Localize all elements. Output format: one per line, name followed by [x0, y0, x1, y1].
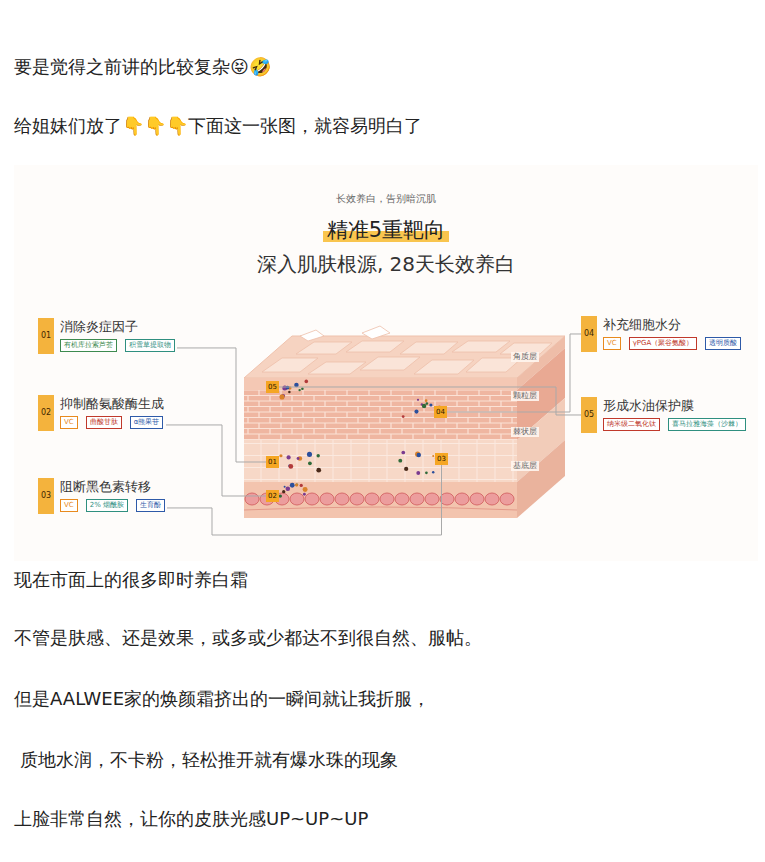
text-line: 不管是肤感、还是效果，或多或少都达不到很自然、服帖。 — [14, 627, 482, 649]
text-line: 给姐妹们放了👇👇👇下面这一张图，就容易明白了 — [14, 115, 422, 137]
callout-number: 05 — [268, 383, 277, 391]
callout-box: 05 形成水油保护膜纳米级二氧化钛 喜马拉雅海藻（沙棘） — [581, 397, 746, 433]
callout-box: 02 抑制酪氨酸酶生成 VC 曲酸甘肽 α熊果苷 — [38, 395, 164, 431]
callout-number: 02 — [268, 492, 277, 500]
basal-side — [517, 440, 565, 518]
callout-number: 05 — [581, 397, 597, 433]
ingredient-tag: 纳米级二氧化钛 — [603, 418, 660, 431]
skin-marker: 01 — [266, 456, 279, 468]
text-line: 长效养白，告别暗沉肌 — [14, 193, 758, 205]
ingredient-tag: 2% 烟酰胺 — [86, 499, 128, 512]
skin-marker: 03 — [435, 453, 448, 465]
ingredient-tag-text: 2% 烟酰胺 — [90, 501, 124, 509]
layer-label: 基底层 — [511, 461, 539, 471]
ingredient-tag-text: VC — [64, 418, 74, 426]
ingredient-tag: 积雪草提取物 — [125, 339, 175, 352]
text-line: 但是AALWEE家的焕颜霜挤出的一瞬间就让我折服， — [14, 688, 430, 710]
spinous-layer — [244, 440, 517, 482]
ingredient-tag: VC — [60, 416, 78, 429]
tag-row: VC 曲酸甘肽 α熊果苷 — [60, 416, 164, 429]
ingredient-tag-text: 生育酚 — [140, 501, 161, 509]
callout-body: 消除炎症因子有机库拉索芦荟 积雪草提取物 — [60, 318, 175, 354]
callout-number: 02 — [38, 395, 54, 431]
tag-row: VC γPGA（聚谷氨酸） 透明质酸 — [603, 337, 741, 350]
melanin-dots — [279, 380, 441, 498]
callout-box: 04 补充细胞水分 VC γPGA（聚谷氨酸） 透明质酸 — [581, 316, 741, 352]
skin-top — [244, 336, 565, 378]
callout-number: 04 — [581, 316, 597, 352]
ingredient-tag: 曲酸甘肽 — [86, 416, 122, 429]
callout-number: 04 — [436, 408, 445, 416]
ingredient-tag: VC — [603, 337, 621, 350]
ingredient-tag-text: 纳米级二氧化钛 — [607, 420, 656, 428]
ingredient-tag: 喜马拉雅海藻（沙棘） — [668, 418, 746, 431]
callout-title: 抑制酪氨酸酶生成 — [60, 397, 164, 412]
callout-body: 补充细胞水分 VC γPGA（聚谷氨酸） 透明质酸 — [603, 316, 741, 352]
leader-line — [167, 465, 441, 535]
ingredient-tag-text: γPGA（聚谷氨酸） — [633, 339, 694, 347]
ingredient-tag: γPGA（聚谷氨酸） — [629, 337, 698, 350]
ingredient-tag-text: 透明质酸 — [709, 339, 737, 347]
callout-body: 抑制酪氨酸酶生成 VC 曲酸甘肽 α熊果苷 — [60, 395, 164, 431]
granular-layer — [244, 390, 517, 440]
tag-row: 纳米级二氧化钛 喜马拉雅海藻（沙棘） — [603, 418, 746, 431]
title-wrap: 精准5重靶向 — [14, 218, 758, 243]
callout-title: 阻断黑色素转移 — [60, 480, 165, 495]
ingredient-tag: 生育酚 — [136, 499, 165, 512]
ingredient-tag: 有机库拉索芦荟 — [60, 339, 117, 352]
callout-body: 形成水油保护膜纳米级二氧化钛 喜马拉雅海藻（沙棘） — [603, 397, 746, 433]
layer-label: 颗粒层 — [511, 391, 539, 401]
text-line: 质地水润，不卡粉，轻松推开就有爆水珠的现象 — [14, 749, 398, 771]
ingredient-tag-text: 积雪草提取物 — [129, 341, 171, 349]
leader-line — [166, 425, 266, 496]
ingredient-tag: VC — [60, 499, 78, 512]
layer-label: 角质层 — [511, 352, 539, 362]
ingredient-tag: 透明质酸 — [705, 337, 741, 350]
corneum-layer — [244, 378, 517, 390]
ingredient-tag: α熊果苷 — [130, 416, 164, 429]
callout-number: 03 — [38, 478, 54, 514]
callout-number: 01 — [38, 318, 54, 354]
ingredient-tag-text: 喜马拉雅海藻（沙棘） — [672, 420, 742, 428]
callout-number: 03 — [437, 455, 446, 463]
text-line: 要是觉得之前讲的比较复杂😝🤣 — [14, 56, 271, 78]
text-line: 上脸非常自然，让你的皮肤光感UP~UP~UP — [14, 808, 368, 830]
callout-title: 形成水油保护膜 — [603, 399, 746, 414]
skin-marker: 02 — [266, 490, 279, 502]
title: 精准5重靶向 — [323, 218, 449, 242]
skin-marker: 04 — [434, 406, 447, 418]
leader-line — [447, 334, 581, 412]
figure-ground — [14, 165, 758, 561]
skin-marker: 05 — [266, 381, 279, 393]
tag-row: 有机库拉索芦荟 积雪草提取物 — [60, 339, 175, 352]
callout-box: 01 消除炎症因子有机库拉索芦荟 积雪草提取物 — [38, 318, 175, 354]
callout-number: 01 — [268, 458, 277, 466]
callout-body: 阻断黑色素转移 VC 2% 烟酰胺 生育酚 — [60, 478, 165, 514]
callout-box: 03 阻断黑色素转移 VC 2% 烟酰胺 生育酚 — [38, 478, 165, 514]
ingredient-tag-text: 有机库拉索芦荟 — [64, 341, 113, 349]
basal-layer — [244, 482, 517, 518]
ingredient-tag-text: VC — [607, 339, 617, 347]
callout-title: 补充细胞水分 — [603, 318, 741, 333]
ingredient-tag-text: α熊果苷 — [134, 418, 160, 426]
callout-title: 消除炎症因子 — [60, 320, 175, 335]
layer-label: 棘状层 — [511, 427, 539, 437]
basal-cells — [244, 493, 517, 510]
ingredient-tag-text: 曲酸甘肽 — [90, 418, 118, 426]
leader-line — [279, 387, 581, 415]
ingredient-tag-text: VC — [64, 501, 74, 509]
corneum-flakes — [262, 326, 552, 374]
text-line: 深入肌肤根源, 28天长效养白 — [14, 252, 758, 276]
text-line: 现在市面上的很多即时养白霜 — [14, 569, 248, 591]
tag-row: VC 2% 烟酰胺 生育酚 — [60, 499, 165, 512]
